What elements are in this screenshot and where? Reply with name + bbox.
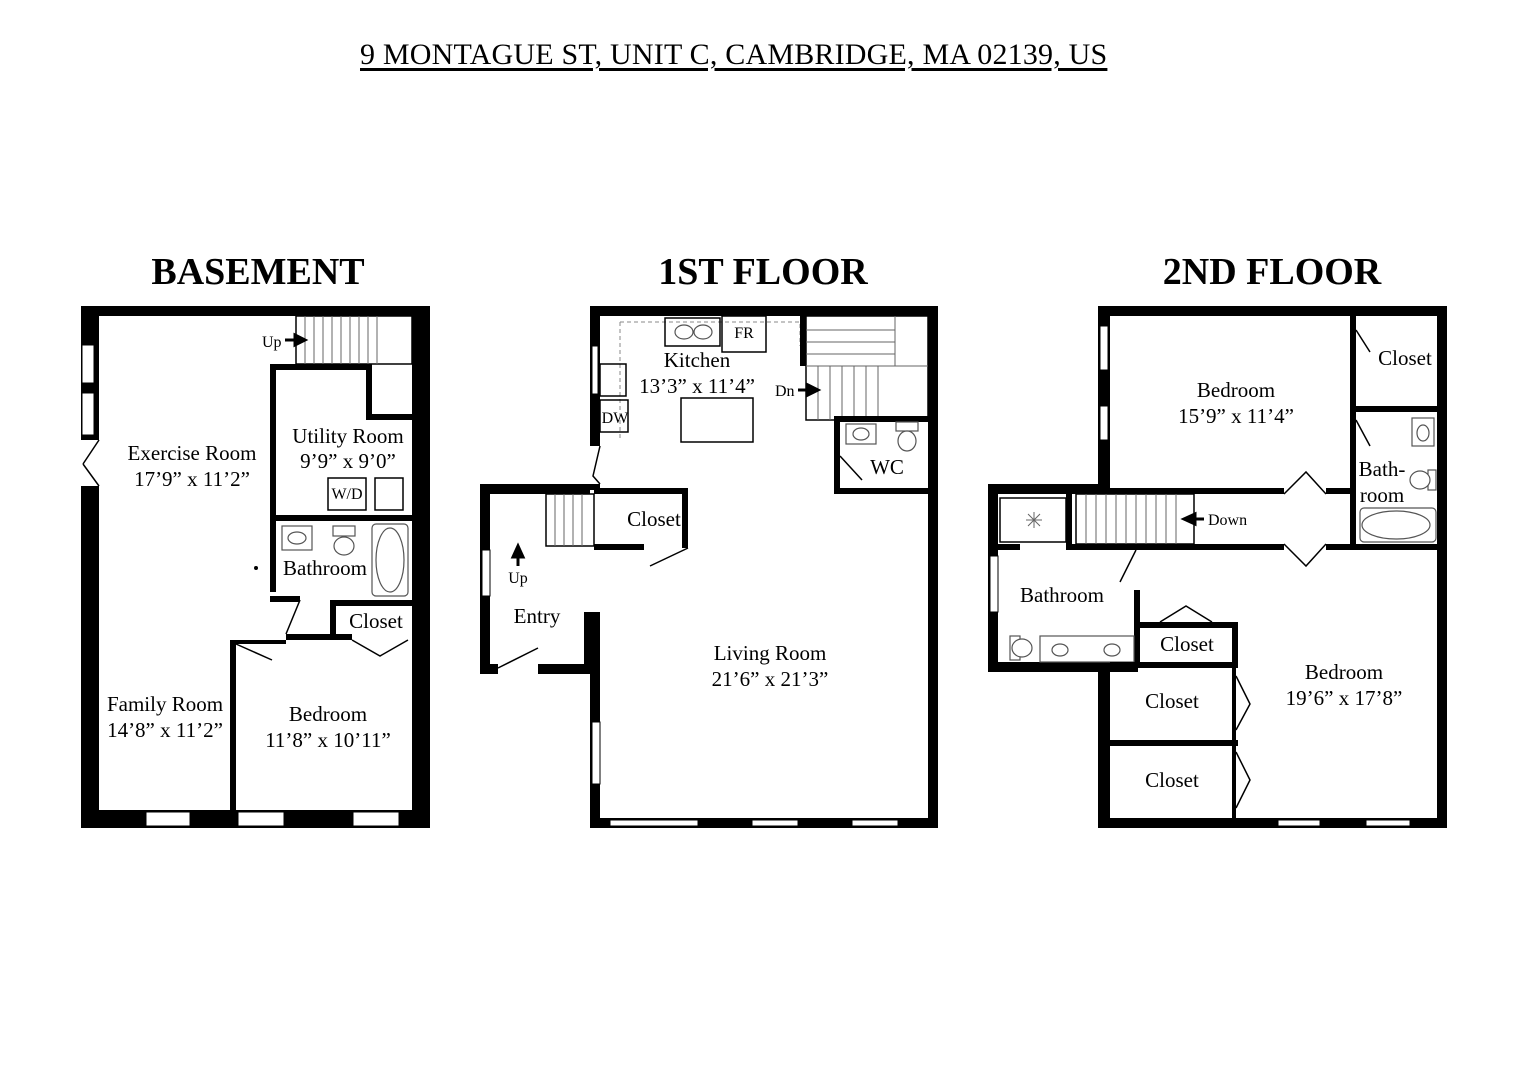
- basement-closet-label: Closet: [349, 609, 403, 633]
- wc-label: WC: [870, 455, 904, 479]
- basement-plan: BASEMENT Up: [81, 251, 430, 828]
- second-bedroom1-name: Bedroom: [1197, 378, 1275, 402]
- living-room-name: Living Room: [714, 641, 827, 665]
- second-floor-title: 2ND FLOOR: [1163, 251, 1382, 293]
- basement-title: BASEMENT: [151, 251, 364, 293]
- address-title: 9 MONTAGUE ST, UNIT C, CAMBRIDGE, MA 021…: [360, 38, 1108, 71]
- basement-bathroom-label: Bathroom: [283, 556, 367, 580]
- basement-bedroom-name: Bedroom: [289, 702, 367, 726]
- basement-stairs-icon: [295, 315, 413, 365]
- toilet-icon: [895, 421, 919, 432]
- door-swing-icon: [285, 599, 301, 635]
- entry-label: Entry: [514, 604, 561, 628]
- utility-room-dim: 9’9” x 9’0”: [300, 449, 396, 473]
- second-closet-a-label: Closet: [1145, 689, 1199, 713]
- second-closet-mid-label: Closet: [1160, 632, 1214, 656]
- utility-room-name: Utility Room: [292, 424, 403, 448]
- second-floor-plan: 2ND FLOOR Closet Bath- room Bedroom 15’9…: [988, 251, 1447, 828]
- second-bedroom1-dim: 15’9” x 11’4”: [1178, 404, 1294, 428]
- entry-stairs-icon: [545, 493, 595, 547]
- kitchen-name: Kitchen: [664, 348, 731, 372]
- arrow-up-icon: [510, 542, 526, 566]
- second-bedroom2-name: Bedroom: [1305, 660, 1383, 684]
- first-floor-plan: 1ST FLOOR FR DW Kitchen 13’3” x 11’4”: [480, 251, 938, 828]
- exercise-room-dim: 17’9” x 11’2”: [134, 467, 250, 491]
- second-stairs-icon: [1075, 493, 1195, 545]
- second-down-label: Down: [1208, 512, 1247, 529]
- first-closet-label: Closet: [627, 507, 681, 531]
- second-bedroom2-dim: 19’6” x 17’8”: [1286, 686, 1403, 710]
- first-floor-title: 1ST FLOOR: [658, 251, 868, 293]
- second-bath-small-line1: Bath-: [1359, 457, 1406, 481]
- exercise-room-name: Exercise Room: [128, 441, 257, 465]
- family-room-dim: 14’8” x 11’2”: [107, 718, 223, 742]
- first-dn-label: Dn: [775, 383, 795, 400]
- second-bathroom-label: Bathroom: [1020, 583, 1104, 607]
- fridge-label: FR: [734, 325, 754, 342]
- basement-bedroom-dim: 11’8” x 10’11”: [265, 728, 391, 752]
- arrow-left-icon: [1180, 511, 1204, 527]
- arrow-right-icon: [798, 382, 822, 398]
- second-bath-small-line2: room: [1360, 483, 1404, 507]
- arrow-right-icon: [285, 332, 309, 348]
- first-stairs-icon: [805, 315, 929, 421]
- second-closet-top-label: Closet: [1378, 346, 1432, 370]
- entry-up-label: Up: [508, 570, 528, 587]
- toilet-icon: [332, 525, 356, 537]
- dishwasher-label: DW: [602, 410, 630, 427]
- washer-dryer-label: W/D: [331, 486, 362, 503]
- kitchen-dim: 13’3” x 11’4”: [639, 374, 755, 398]
- living-room-dim: 21’6” x 21’3”: [712, 667, 829, 691]
- basement-up-label: Up: [262, 334, 282, 351]
- second-closet-b-label: Closet: [1145, 768, 1199, 792]
- family-room-name: Family Room: [107, 692, 223, 716]
